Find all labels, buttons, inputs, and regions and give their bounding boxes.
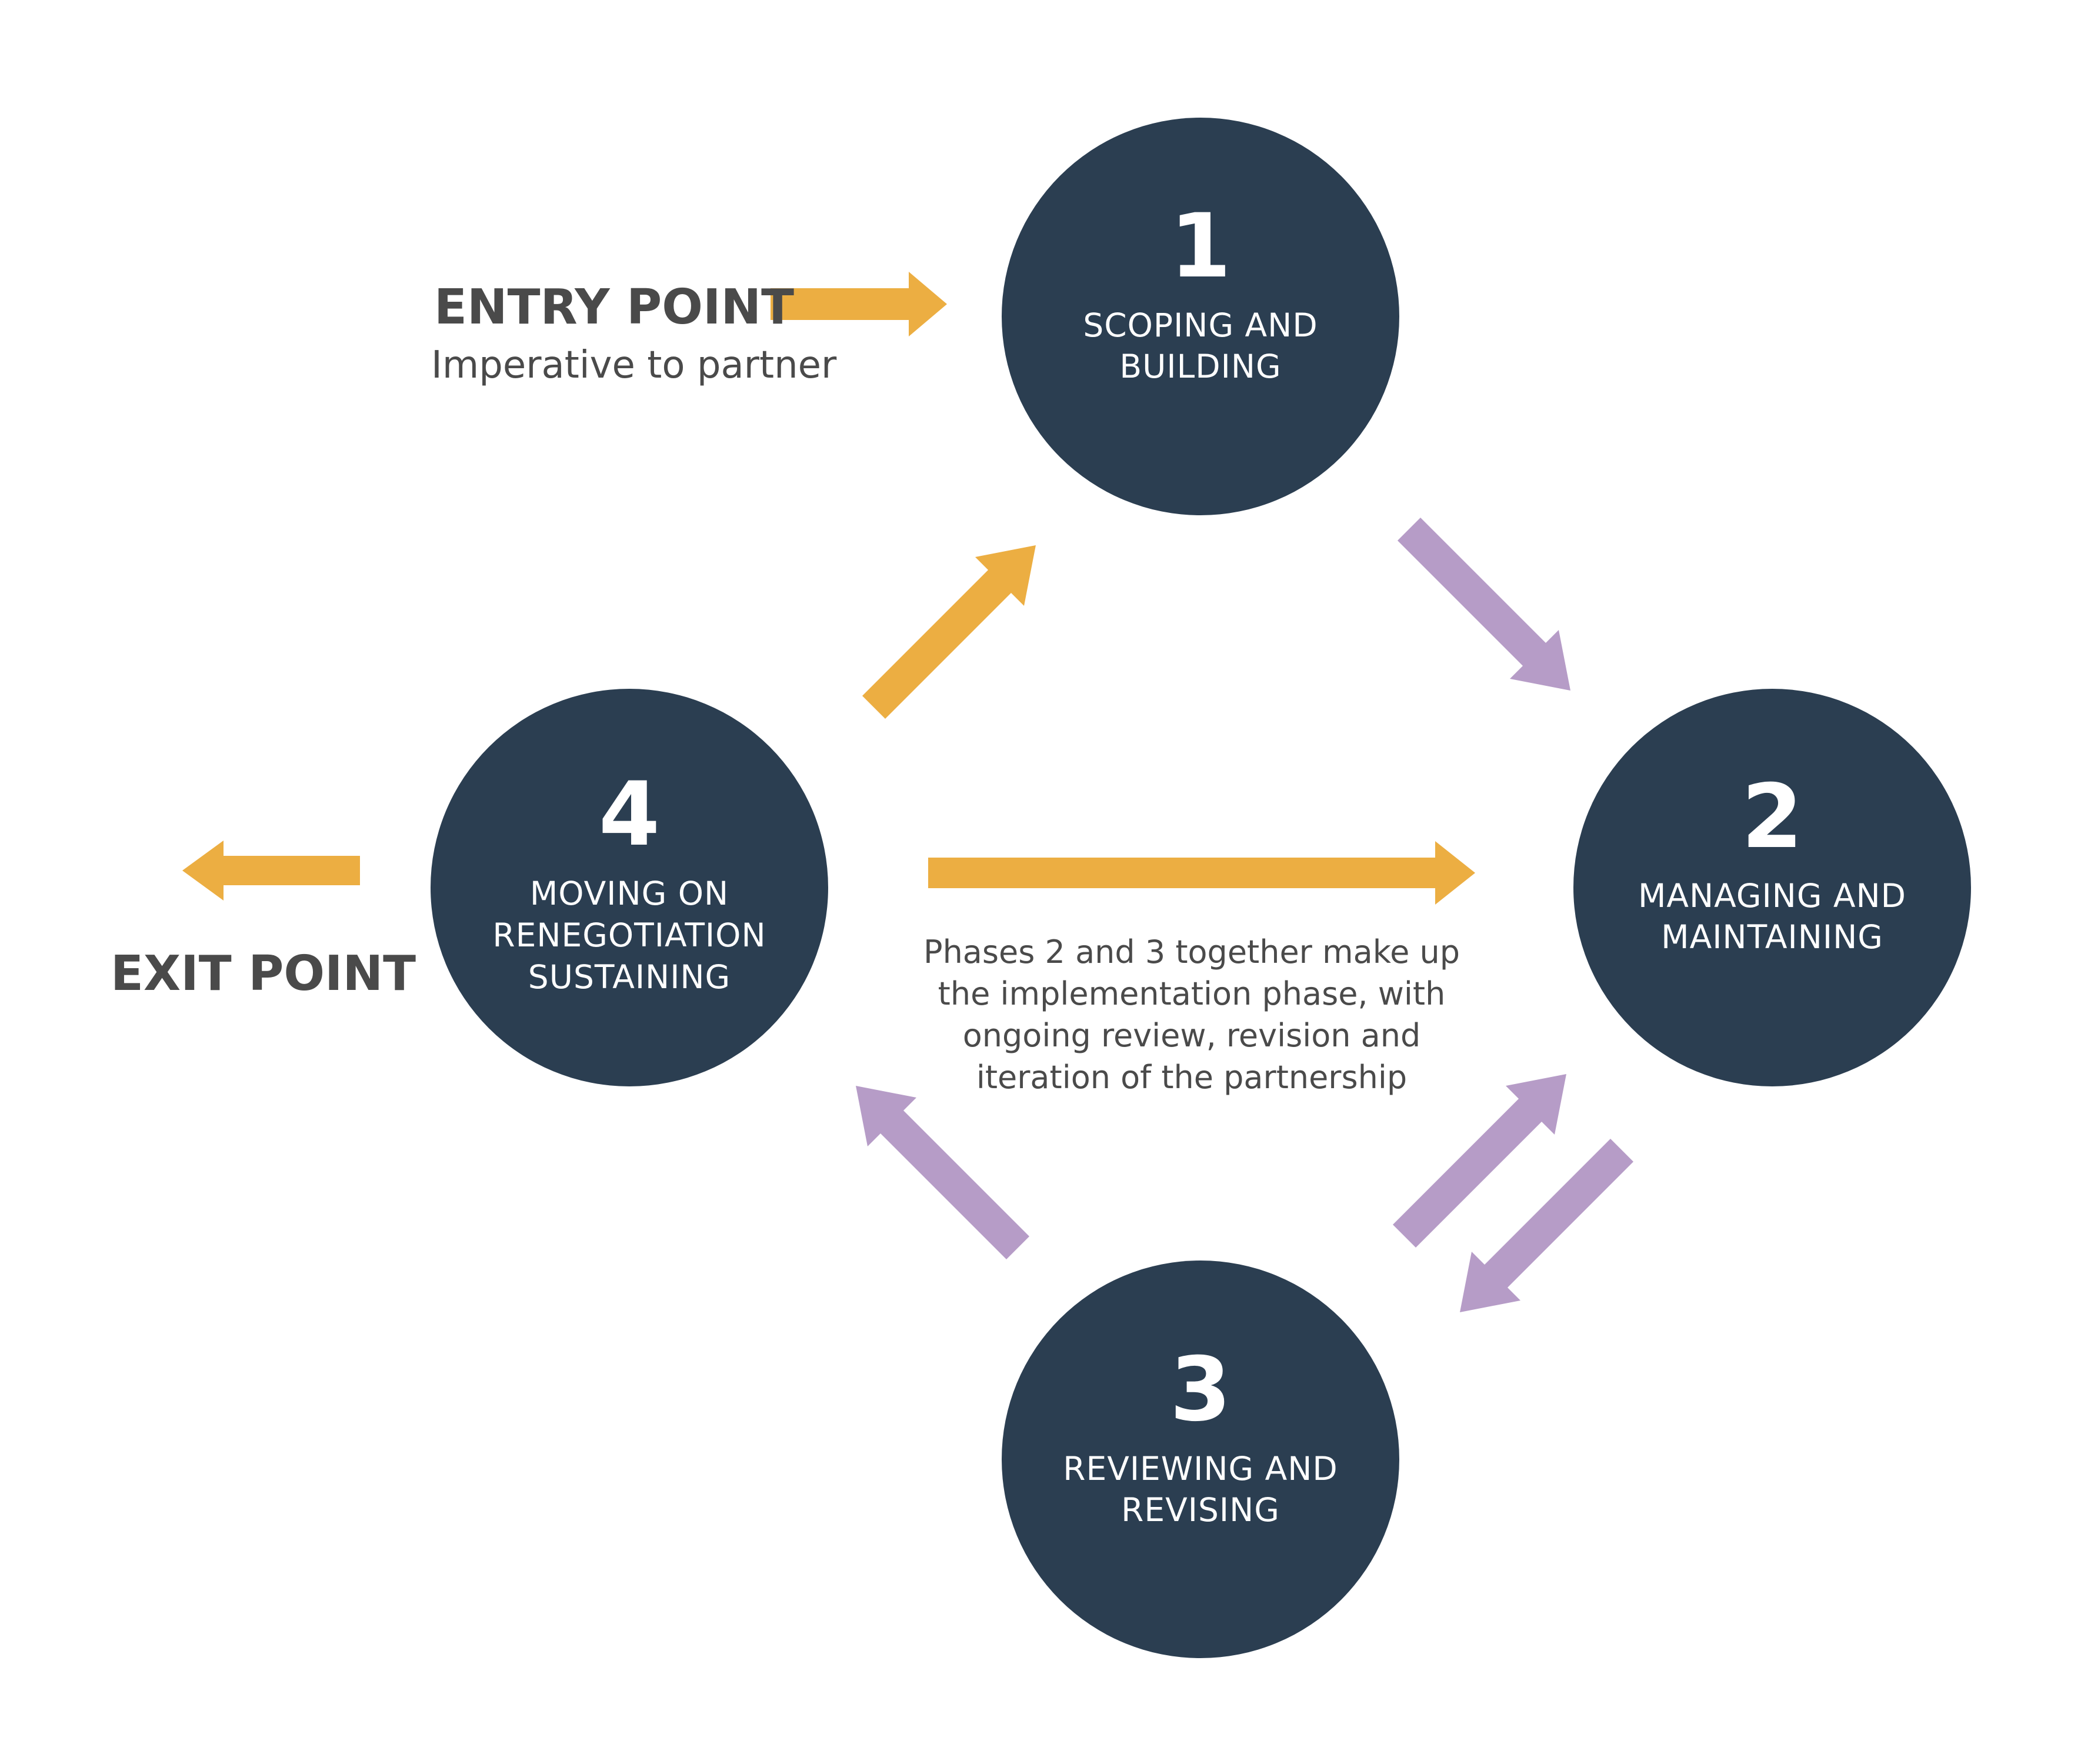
phase-1-number: 1 xyxy=(1170,195,1231,298)
phase-3-number: 3 xyxy=(1170,1339,1231,1441)
phase-2-number: 2 xyxy=(1742,766,1803,868)
arrow-4-to-2 xyxy=(928,841,1475,905)
phase-4-label-line-1: MOVING ON xyxy=(530,875,729,912)
arrow-2-to-3 xyxy=(1460,1139,1633,1312)
phase-3-label-line-1: REVIEWING AND xyxy=(1063,1450,1338,1488)
note-line-2: the implementation phase, with xyxy=(938,975,1446,1012)
exit-point-title: EXIT POINT xyxy=(111,946,416,1002)
phase-1-circle xyxy=(1002,118,1399,515)
exit-point: EXIT POINT xyxy=(111,946,416,1002)
arrow-3-to-4 xyxy=(856,1086,1029,1259)
entry-point-subtitle: Imperative to partner xyxy=(431,344,837,387)
phase-1: 1 SCOPING AND BUILDING xyxy=(1002,118,1399,515)
phase-2: 2 MANAGING AND MAINTAINING xyxy=(1573,689,1971,1086)
phase-4-number: 4 xyxy=(599,763,660,866)
note-line-1: Phases 2 and 3 together make up xyxy=(923,933,1460,971)
phase-3: 3 REVIEWING AND REVISING xyxy=(1002,1261,1399,1658)
phase-4-label-line-3: SUSTAINING xyxy=(528,958,731,996)
implementation-note: Phases 2 and 3 together make up the impl… xyxy=(923,933,1460,1096)
phase-2-label-line-1: MANAGING AND xyxy=(1638,877,1906,915)
arrows xyxy=(182,272,1633,1312)
phase-4: 4 MOVING ON RENEGOTIATION SUSTAINING xyxy=(431,689,828,1086)
entry-point: ENTRY POINT Imperative to partner xyxy=(431,279,837,387)
arrow-4-to-1 xyxy=(862,545,1036,719)
arrow-3-to-2 xyxy=(1393,1074,1566,1248)
entry-arrow xyxy=(771,272,947,336)
note-line-3: ongoing review, revision and xyxy=(963,1017,1421,1054)
phase-2-circle xyxy=(1573,689,1971,1086)
note-line-4: iteration of the partnership xyxy=(976,1059,1407,1096)
phase-1-label-line-2: BUILDING xyxy=(1119,348,1281,385)
entry-point-title: ENTRY POINT xyxy=(434,279,794,335)
phase-4-circle xyxy=(431,689,828,1086)
phase-3-label-line-2: REVISING xyxy=(1121,1491,1280,1529)
phase-4-label-line-2: RENEGOTIATION xyxy=(492,916,766,954)
phase-3-circle xyxy=(1002,1261,1399,1658)
exit-arrow xyxy=(182,841,360,901)
arrow-1-to-2 xyxy=(1398,518,1570,691)
phase-2-label-line-2: MAINTAINING xyxy=(1661,918,1883,956)
phase-1-label-line-1: SCOPING AND xyxy=(1083,306,1318,344)
